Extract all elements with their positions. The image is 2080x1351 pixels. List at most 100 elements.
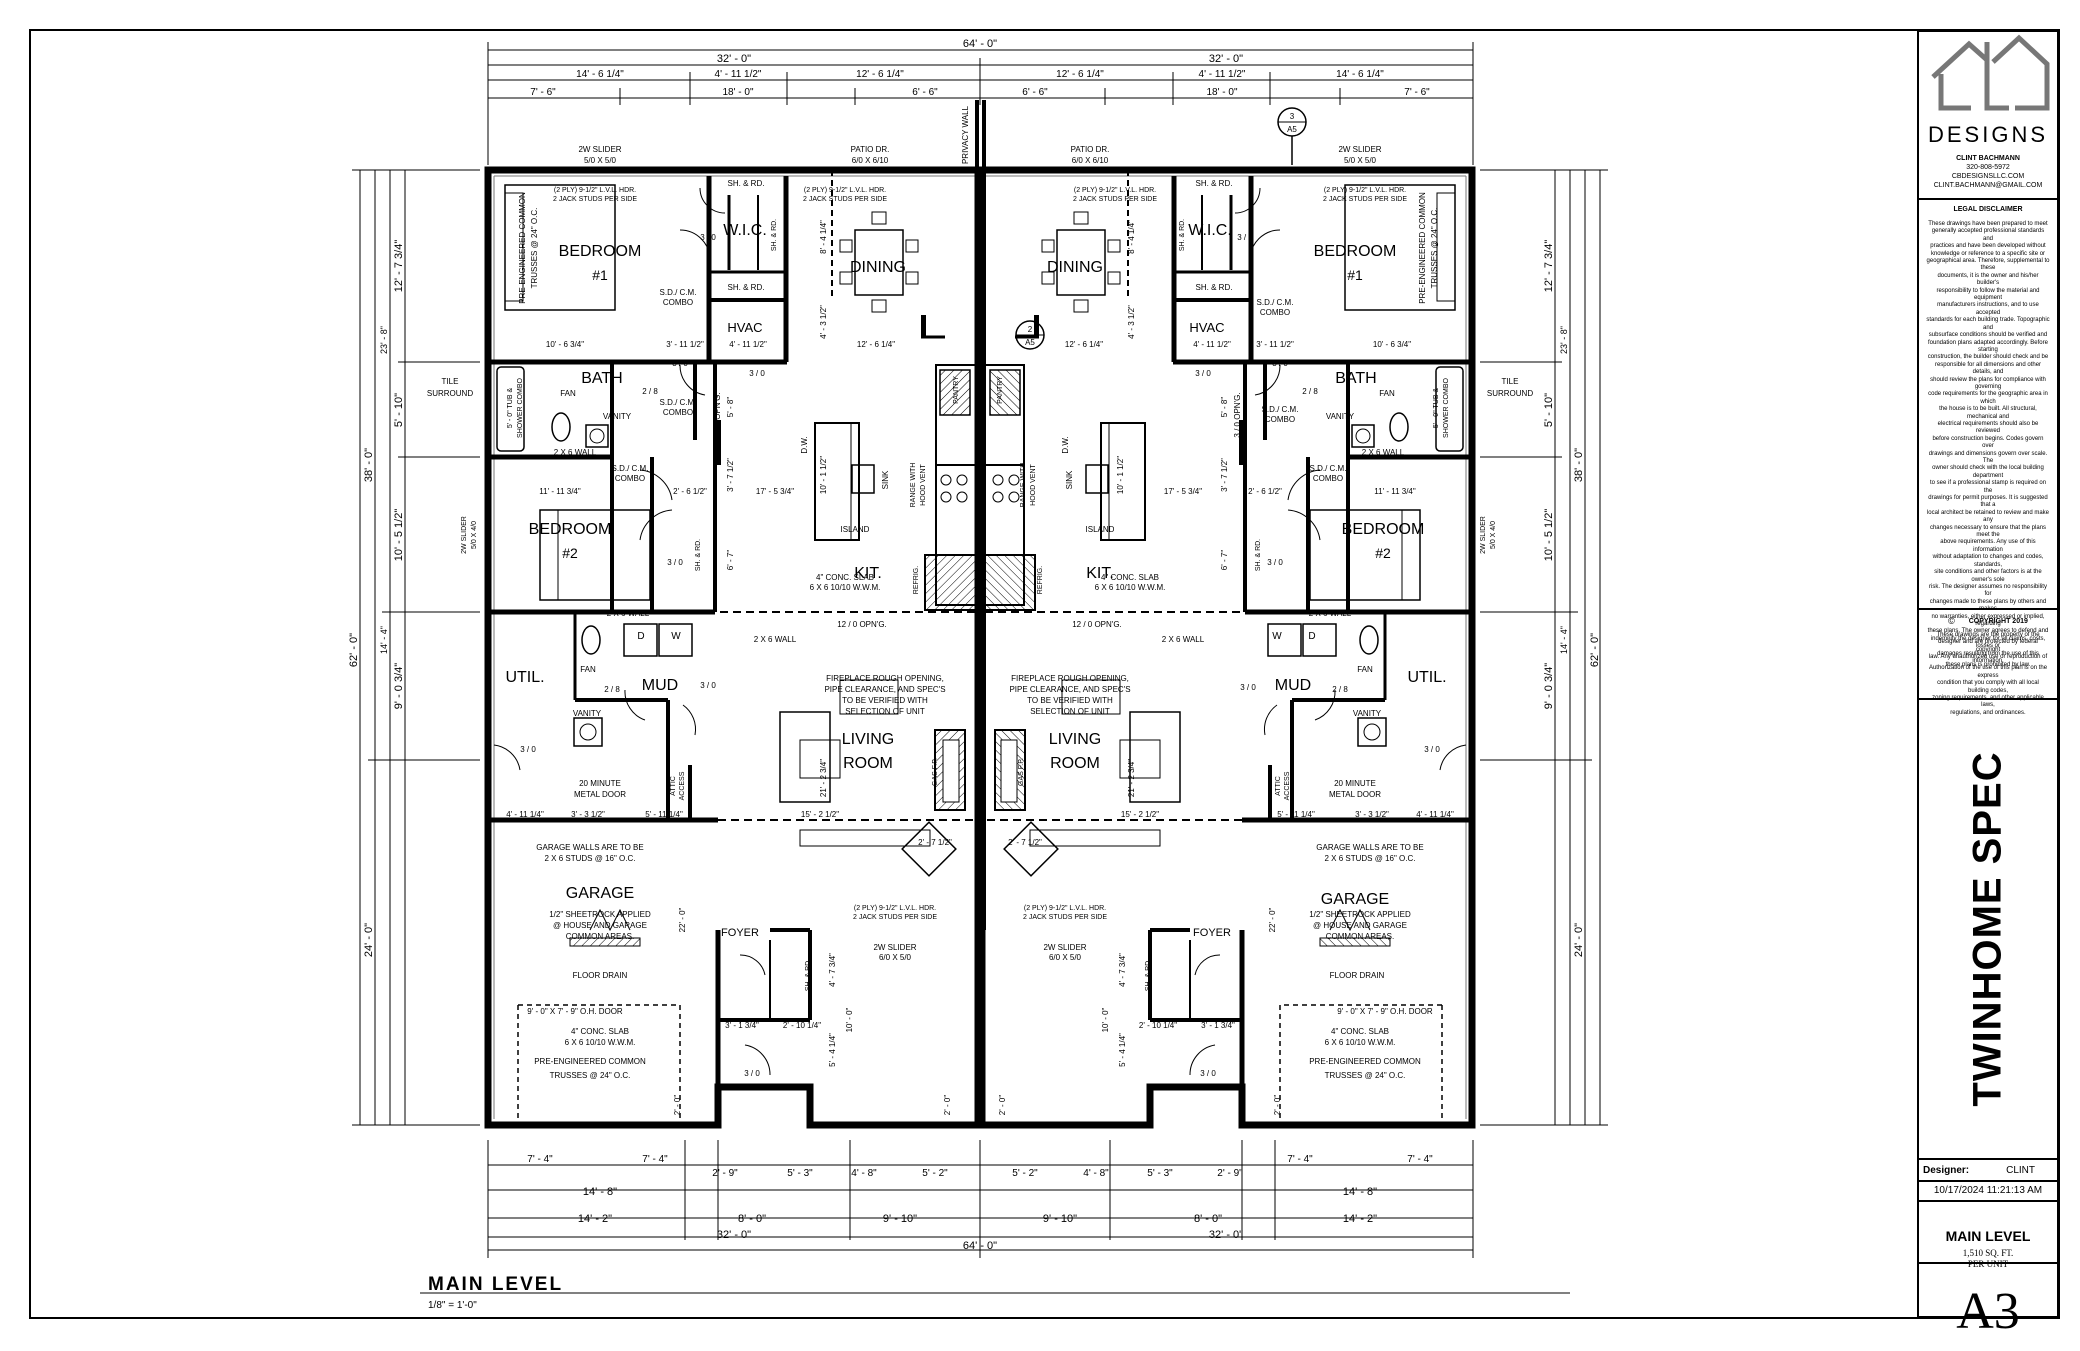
svg-text:11' - 11 3/4": 11' - 11 3/4" — [1374, 487, 1416, 496]
svg-text:10' - 1 1/2": 10' - 1 1/2" — [1116, 456, 1125, 494]
svg-text:#2: #2 — [1375, 545, 1391, 561]
svg-text:COMMON AREAS.: COMMON AREAS. — [566, 932, 634, 941]
room-bath-left: BATH — [581, 370, 622, 387]
dim-top-4: 12' - 6 1/4" — [1056, 69, 1104, 80]
svg-text:SELECTION OF UNIT: SELECTION OF UNIT — [1030, 707, 1110, 716]
svg-text:2W SLIDER: 2W SLIDER — [578, 145, 621, 154]
svg-text:4" CONC. SLAB: 4" CONC. SLAB — [1331, 1027, 1389, 1036]
svg-text:(2 PLY) 9-1/2" L.V.L. HDR.: (2 PLY) 9-1/2" L.V.L. HDR. — [559, 1122, 641, 1129]
svg-text:SELECTION OF UNIT: SELECTION OF UNIT — [845, 707, 925, 716]
svg-text:3 / 0 OPN'G.: 3 / 0 OPN'G. — [713, 392, 722, 437]
svg-text:14' - 4": 14' - 4" — [1559, 626, 1569, 654]
unit-right — [978, 170, 1472, 1125]
dim-top-r3-3: 6' - 6" — [912, 87, 938, 98]
disclaimer-line: electrical requirements should also be r… — [1937, 420, 2039, 435]
svg-text:FLOOR DRAIN: FLOOR DRAIN — [1330, 971, 1385, 980]
svg-text:#2: #2 — [562, 545, 578, 561]
svg-text:3 / 0: 3 / 0 — [1267, 558, 1283, 567]
svg-text:5' - 0" TUB &: 5' - 0" TUB & — [1433, 388, 1440, 429]
dim-overall-width: 64' - 0" — [963, 38, 997, 50]
room-bedroom1-right: BEDROOM — [1314, 243, 1397, 260]
disclaimer-line: construction, the builder should check a… — [1927, 354, 2049, 361]
svg-text:RANGE WITH: RANGE WITH — [1020, 463, 1027, 508]
svg-text:2 X 6 WALL: 2 X 6 WALL — [607, 609, 650, 618]
svg-text:2 X 6 WALL: 2 X 6 WALL — [1362, 448, 1405, 457]
svg-text:12' - 6 1/4": 12' - 6 1/4" — [857, 340, 895, 349]
svg-text:@ HOUSE AND GARAGE: @ HOUSE AND GARAGE — [1313, 921, 1407, 930]
svg-text:11' - 11 3/4": 11' - 11 3/4" — [539, 487, 581, 496]
svg-text:2W SLIDER: 2W SLIDER — [1480, 516, 1487, 554]
copyright-section: © COPYRIGHT 2019 These drawings are the … — [1919, 610, 2057, 700]
disclaimer-line: subsurface conditions should be verified… — [1928, 332, 2048, 339]
room-kit-left: KIT. — [854, 565, 882, 582]
svg-text:3 / 0: 3 / 0 — [749, 369, 765, 378]
designer-email: CLINT.BACHMANN@GMAIL.COM — [1933, 182, 2043, 189]
svg-text:62' - 0": 62' - 0" — [348, 633, 360, 667]
svg-text:D: D — [637, 631, 644, 642]
svg-text:SHOWER COMBO: SHOWER COMBO — [517, 378, 524, 438]
svg-text:SURROUND: SURROUND — [1487, 389, 1533, 398]
copyright-title: COPYRIGHT 2019 — [1968, 617, 2028, 625]
plan-labels: 64' - 0" 32' - 0" 32' - 0" 14' - 6 1/4" … — [348, 38, 1601, 1252]
svg-text:GARAGE WALLS ARE TO BE: GARAGE WALLS ARE TO BE — [536, 843, 643, 852]
svg-text:3 / 0: 3 / 0 — [1200, 1069, 1216, 1078]
house-logo-icon — [1931, 34, 2050, 111]
svg-text:D: D — [1308, 631, 1315, 642]
svg-text:10' - 5 1/2": 10' - 5 1/2" — [1543, 509, 1555, 562]
designer-name: CLINT BACHMANN — [1956, 155, 2020, 162]
dim-top-r3-6: 7' - 6" — [1404, 87, 1430, 98]
disclaimer-line: standards for each building trade. Topog… — [1926, 317, 2050, 331]
svg-text:3' - 11 1/2": 3' - 11 1/2" — [666, 340, 704, 349]
svg-text:17' - 5 3/4": 17' - 5 3/4" — [1164, 487, 1202, 496]
svg-text:6 X 6 10/10 W.W.M.: 6 X 6 10/10 W.W.M. — [1325, 1038, 1396, 1047]
svg-text:14' - 2": 14' - 2" — [1343, 1213, 1377, 1225]
svg-text:D.W.: D.W. — [1061, 436, 1070, 453]
svg-text:9' - 0" X 7' - 9" O.H. DOOR: 9' - 0" X 7' - 9" O.H. DOOR — [527, 1007, 623, 1016]
svg-text:(2 PLY) 9-1/2" L.V.L. HDR.: (2 PLY) 9-1/2" L.V.L. HDR. — [804, 187, 886, 194]
svg-text:D.W.: D.W. — [800, 436, 809, 453]
room-util-left: UTIL. — [505, 669, 544, 686]
svg-text:S.D./ C.M.: S.D./ C.M. — [660, 398, 697, 407]
svg-text:5' - 4 1/4": 5' - 4 1/4" — [1118, 1033, 1127, 1067]
svg-text:A5: A5 — [1287, 125, 1297, 134]
svg-text:RANGE WITH: RANGE WITH — [910, 463, 917, 508]
svg-text:12 / 0 OPN'G.: 12 / 0 OPN'G. — [837, 620, 887, 629]
svg-text:6' - 7": 6' - 7" — [1220, 550, 1229, 571]
svg-text:8' - 4 1/4": 8' - 4 1/4" — [1127, 220, 1136, 254]
svg-text:7' - 4": 7' - 4" — [1287, 1154, 1313, 1165]
svg-text:6' - 7": 6' - 7" — [726, 550, 735, 571]
svg-text:1/2" SHEETROCK APPLIED: 1/2" SHEETROCK APPLIED — [549, 910, 651, 919]
svg-text:PIPE CLEARANCE, AND SPEC'S: PIPE CLEARANCE, AND SPEC'S — [1009, 685, 1130, 694]
disclaimer-line: knowledge or reference to a specific sit… — [1930, 250, 2046, 257]
svg-text:9' - 0 3/4": 9' - 0 3/4" — [1543, 663, 1555, 709]
disclaimer-line: foundation plans adapted accordingly. Be… — [1928, 339, 2048, 353]
title-block: DESIGNS CLINT BACHMANN 320-808-5972 CBDE… — [1917, 30, 2059, 1340]
svg-text:4' - 8": 4' - 8" — [1083, 1168, 1109, 1179]
svg-text:2 JACK STUDS PER SIDE: 2 JACK STUDS PER SIDE — [553, 196, 637, 203]
svg-text:5' - 0" TUB &: 5' - 0" TUB & — [507, 388, 514, 429]
exterior-wall — [484, 166, 986, 1129]
disclaimer-line: responsible for all dimensions and other… — [1934, 361, 2042, 376]
disclaimer-line: drawings for permit purposes. It is sugg… — [1928, 495, 2048, 509]
room-bedroom1-left: BEDROOM — [559, 243, 642, 260]
disclaimer-line: no warranties, either expressed or impli… — [1931, 613, 2045, 627]
svg-text:24' - 0": 24' - 0" — [363, 923, 375, 957]
svg-text:3' - 1 3/4": 3' - 1 3/4" — [1201, 1021, 1235, 1030]
room-bedroom2-right: BEDROOM — [1342, 521, 1425, 538]
project-title-section: TWINHOME SPEC — [1919, 700, 2057, 1160]
svg-text:3' - 7 1/2": 3' - 7 1/2" — [726, 458, 735, 492]
svg-text:14' - 8": 14' - 8" — [1343, 1186, 1377, 1198]
svg-text:2 JACK STUDS PER SIDE: 2 JACK STUDS PER SIDE — [803, 196, 887, 203]
dim-top-3: 12' - 6 1/4" — [856, 69, 904, 80]
svg-text:SH. & RD.: SH. & RD. — [1145, 959, 1152, 991]
svg-text:4' - 7 3/4": 4' - 7 3/4" — [828, 953, 837, 987]
svg-text:GAS F.P.: GAS F.P. — [932, 758, 939, 786]
svg-text:23' - 8": 23' - 8" — [1559, 326, 1569, 354]
svg-text:HOOD VENT: HOOD VENT — [1030, 463, 1037, 505]
svg-text:2' - 9": 2' - 9" — [1217, 1168, 1243, 1179]
svg-text:SH. & RD.: SH. & RD. — [1196, 283, 1233, 292]
svg-text:2' - 0": 2' - 0" — [673, 1095, 682, 1116]
svg-text:REFRIG.: REFRIG. — [913, 566, 920, 594]
room-hvac-left: HVAC — [727, 320, 762, 335]
disclaimer-line: indemnify the designer for all claims, c… — [1930, 635, 2046, 650]
